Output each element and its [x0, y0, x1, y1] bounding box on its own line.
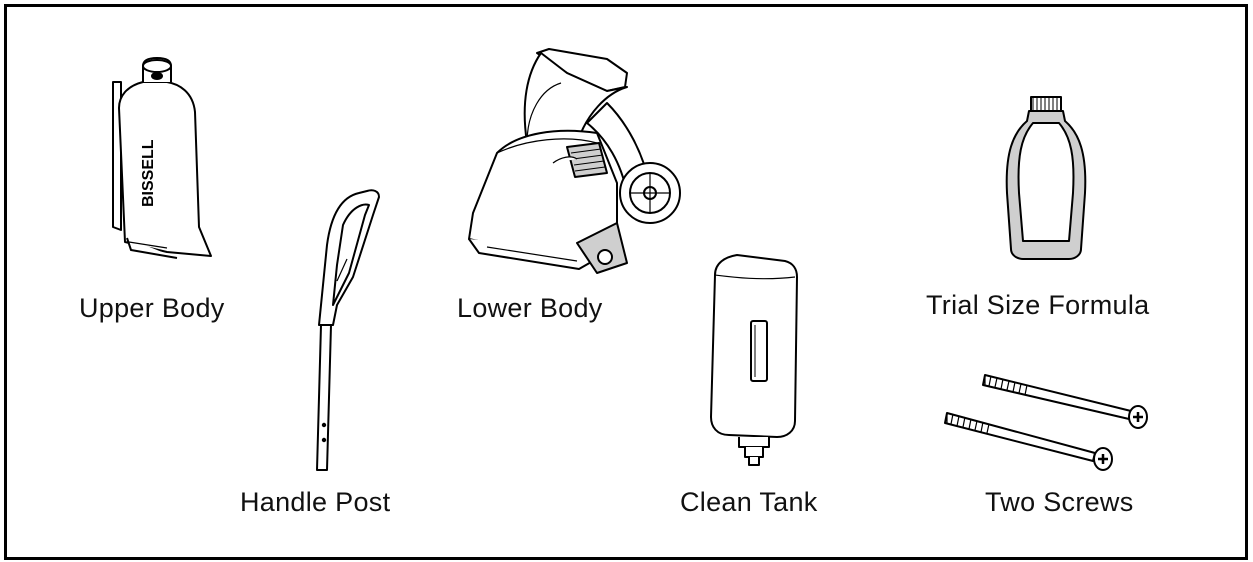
screws-label: Two Screws: [985, 487, 1134, 517]
screws-icon: [935, 369, 1155, 479]
clean-tank-label: Clean Tank: [680, 487, 818, 517]
upper-body-label: Upper Body: [79, 293, 225, 323]
brand-logo: BISSELL: [140, 139, 157, 207]
clean-tank-icon: [701, 251, 811, 481]
upper-body-icon: BISSELL: [107, 52, 227, 272]
diagram-frame: BISSELL Upper Body Handle Post: [4, 4, 1248, 560]
formula-bottle-icon: [999, 93, 1091, 263]
handle-post-label: Handle Post: [240, 487, 391, 517]
lower-body-icon: [457, 43, 687, 283]
formula-label: Trial Size Formula: [926, 290, 1150, 320]
lower-body-label: Lower Body: [457, 293, 603, 323]
handle-post-icon: [307, 185, 387, 475]
